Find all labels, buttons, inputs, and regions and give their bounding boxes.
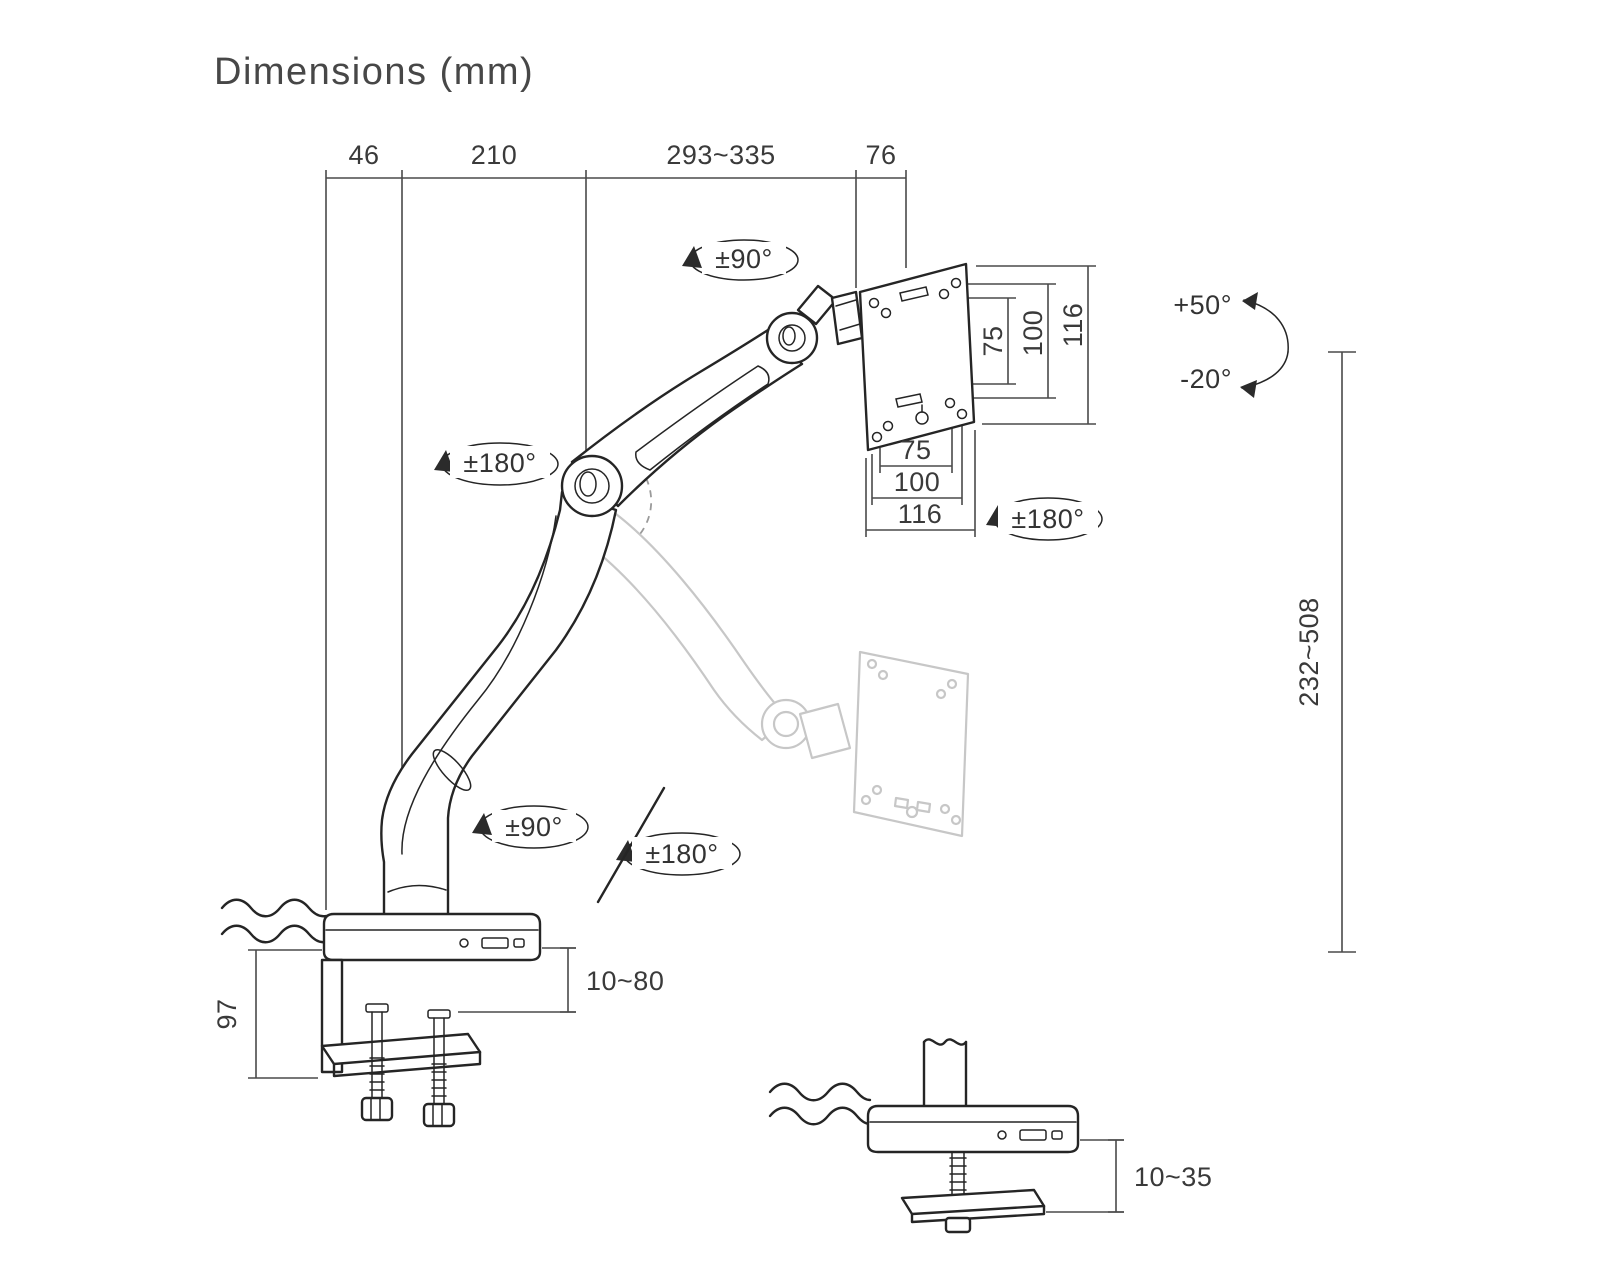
vesa-vertical-dimensions <box>952 265 1096 425</box>
ghost-vesa-holes <box>860 658 962 826</box>
dim-label-76: 76 <box>865 140 896 170</box>
clamp-base <box>322 912 542 962</box>
base-swivel-axis-line <box>596 786 666 904</box>
gas-spring-detail <box>635 365 770 471</box>
lower-arm-detail-line <box>401 515 557 855</box>
desk-break-line <box>768 1082 872 1102</box>
dim-label-height-range: 232~508 <box>1294 597 1324 706</box>
label-bg <box>450 446 550 478</box>
desk-break-line <box>220 924 328 944</box>
dim-label-vesa-v116: 116 <box>1058 303 1088 348</box>
rotation-label-screen-rotation: ±180° <box>1011 504 1084 534</box>
clamp-screw <box>422 1009 456 1128</box>
top-dimension-chain <box>325 170 907 910</box>
rotation-indicators <box>434 239 1103 876</box>
ghost-head-bracket <box>798 702 852 760</box>
base-swivel-arrow-icon <box>616 840 636 862</box>
dim-label-grommet-range: 10~35 <box>1134 1162 1212 1192</box>
height-range-dimension <box>1328 351 1356 953</box>
vesa-plate-holes <box>868 277 968 443</box>
dim-label-clamp-depth: 97 <box>212 998 242 1029</box>
elbow-joint <box>560 454 624 518</box>
dim-label-vesa-v100: 100 <box>1018 310 1048 357</box>
elbow-swivel-arrow-icon <box>434 450 454 472</box>
head-swivel-arrow-icon <box>682 246 702 268</box>
rotation-label-base-tilt: ±90° <box>505 812 563 842</box>
tilt-indicator <box>1240 292 1289 398</box>
rotation-label-base-swivel: ±180° <box>645 839 718 869</box>
rotation-label-elbow-swivel: ±180° <box>463 448 536 478</box>
grommet-column <box>922 1040 968 1108</box>
grommet-range-dimension <box>1046 1139 1124 1213</box>
tilt-down-label: -20° <box>1180 364 1232 394</box>
label-bg <box>632 837 732 869</box>
label-bg <box>492 810 576 842</box>
main-arm-drawing <box>220 262 976 1128</box>
clamp-depth-dimension <box>248 949 322 1079</box>
usb-ports <box>997 1129 1063 1141</box>
monitor-bracket <box>830 290 864 346</box>
wrist-joint <box>765 311 819 365</box>
grommet-lower-plate <box>900 1188 1046 1216</box>
tilt-up-arc <box>1243 299 1289 353</box>
dim-label-vesa-h75: 75 <box>900 435 931 465</box>
ghost-forearm <box>588 512 790 742</box>
grommet-column-break <box>922 1038 968 1046</box>
column-collar <box>387 884 447 893</box>
grommet-base <box>866 1104 1080 1154</box>
rotation-label-head-swivel: ±90° <box>715 244 773 274</box>
dim-label-vesa-v75: 75 <box>978 325 1008 356</box>
dim-label-clamp-range: 10~80 <box>586 966 664 996</box>
tilt-up-label: +50° <box>1173 290 1232 320</box>
tilt-down-arrow-icon <box>1240 380 1257 398</box>
upper-arm <box>570 328 804 508</box>
desk-break-line <box>220 898 328 918</box>
dim-label-210: 210 <box>471 140 518 170</box>
clamp-lower-jaw <box>320 1032 482 1066</box>
dim-label-vesa-h100: 100 <box>894 467 941 497</box>
usb-ports <box>459 937 525 949</box>
tilt-up-arrow-icon <box>1242 292 1258 310</box>
grommet-mount-drawing <box>768 1038 1080 1234</box>
dim-label-46: 46 <box>348 140 379 170</box>
page-title: Dimensions (mm) <box>214 51 534 93</box>
tilt-down-arc <box>1241 351 1289 389</box>
dim-label-293-335: 293~335 <box>666 140 775 170</box>
base-tilt-arrow-icon <box>472 813 492 835</box>
vesa-horizontal-dimensions <box>865 414 976 537</box>
clamp-screw <box>360 1003 394 1122</box>
label-bg <box>998 502 1098 534</box>
clamp-range-dimension <box>458 947 576 1013</box>
dimension-lines <box>248 170 1356 1213</box>
ghost-arm-drawing <box>588 477 970 838</box>
lower-arm-slot <box>432 749 472 791</box>
desk-break-line <box>768 1106 872 1126</box>
grommet-thumb-nut <box>944 1216 972 1234</box>
lower-arm <box>380 490 618 918</box>
label-bg <box>702 242 786 274</box>
dim-label-vesa-h116: 116 <box>898 499 943 529</box>
